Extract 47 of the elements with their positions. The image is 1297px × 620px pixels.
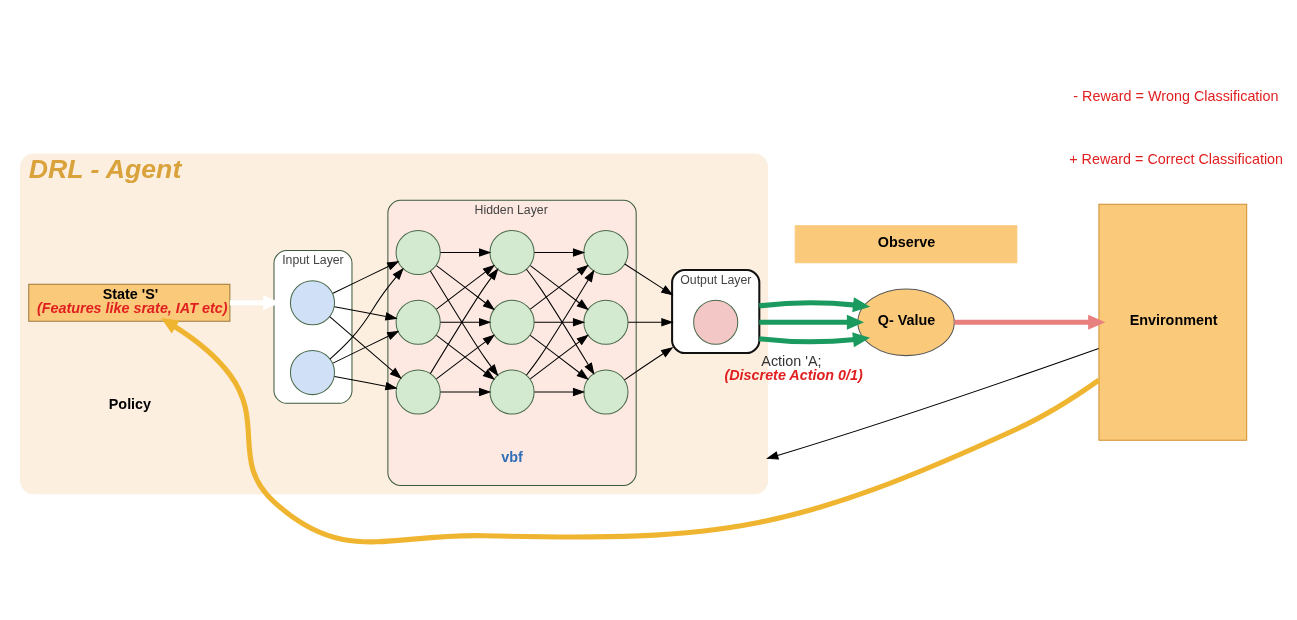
label: vbf [501,448,523,465]
arrow [333,375,398,390]
arrow [333,305,398,321]
label: Policy [108,395,152,412]
cluster: Input Layer [273,249,353,404]
node-box: Environment [1098,203,1248,441]
node-circle [583,229,629,275]
node-box: Observe [794,224,1018,263]
node-circle [583,299,629,345]
node-circle [693,299,739,345]
arrow [759,314,865,330]
arrow [623,346,674,380]
node-circle [289,279,336,325]
arrow [759,296,871,312]
node-label: Action 'A; [761,352,822,369]
arrow [533,387,586,396]
arrow [533,247,586,257]
arrow [332,330,400,364]
arrow [766,347,1100,459]
node-ellipse: Q- Value [857,287,955,356]
arrow [533,317,586,327]
arrow [332,260,400,294]
node-circle [489,368,535,415]
arrow [529,264,589,310]
arrow [160,317,1101,544]
node-label: (Discrete Action 0/1) [724,366,863,383]
arrow [439,317,492,327]
node-circle [489,229,535,275]
node-circle [289,349,336,395]
arrow [439,247,492,257]
label: - Reward = Wrong Classification [1073,87,1279,104]
cluster: Output Layer [671,268,761,354]
arrow [329,315,402,379]
node-circle [395,229,441,275]
arrow [759,331,871,347]
arrow [435,264,496,310]
node-box: State 'S' (Features like srate, IAT etc) [28,283,231,322]
node-circle [489,299,535,345]
arrow [954,314,1106,330]
node-circle [395,368,441,415]
node-circle [395,299,441,345]
arrow [329,267,404,360]
arrow [624,263,674,296]
label: + Reward = Correct Classification [1069,150,1284,167]
arrow [627,317,674,327]
node-circle [583,368,629,415]
arrow [439,387,492,396]
